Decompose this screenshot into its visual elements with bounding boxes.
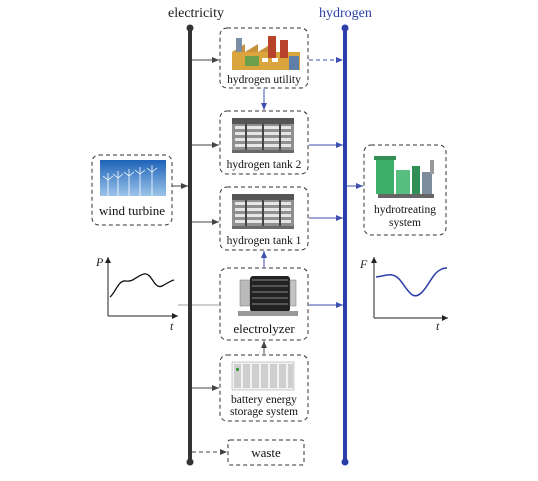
power-plot-y-label: P (95, 255, 104, 269)
electrolyzer-label: electrolyzer (233, 321, 295, 336)
power-curve (109, 273, 175, 298)
hydrogen-tank-2-box: hydrogen tank 2 (219, 110, 309, 175)
hydrogen-bus-label: hydrogen (319, 6, 372, 21)
hydrotreating-box: hydrotreating system (363, 144, 447, 236)
gas-tank-rack-icon (232, 194, 294, 229)
power-plot: P t (95, 255, 178, 333)
wind-farm-icon (100, 160, 166, 196)
wind-turbine-label: wind turbine (99, 203, 165, 218)
factory-icon (232, 36, 300, 70)
hydrogen-tank-2-label: hydrogen tank 2 (227, 159, 302, 171)
waste-label: waste (251, 445, 281, 460)
battery-cabinet-icon (231, 361, 295, 391)
electrolyzer-box: electrolyzer (219, 267, 309, 341)
battery-storage-box: battery energy storage system (219, 354, 309, 422)
flow-plot-y-label: F (359, 257, 368, 271)
power-plot-x-label: t (170, 319, 174, 333)
battery-label-line2: storage system (230, 406, 298, 418)
refinery-icon (374, 156, 434, 198)
gas-tank-rack-icon (232, 118, 294, 153)
hydrotreating-label-line1: hydrotreating (374, 204, 436, 216)
hydrotreating-label-line2: system (389, 217, 421, 229)
hydrogen-bus (341, 24, 349, 466)
hydrogen-flow-plot: F t (359, 257, 448, 333)
hydrogen-flow-curve (375, 267, 448, 297)
electricity-bus (186, 24, 194, 466)
battery-label-line1: battery energy (231, 394, 297, 406)
wind-turbine-box: wind turbine (91, 154, 173, 226)
hydrogen-utility-label: hydrogen utility (227, 74, 301, 86)
flow-plot-x-label: t (436, 319, 440, 333)
waste-box: waste (227, 439, 305, 466)
hydrogen-tank-1-box: hydrogen tank 1 (219, 186, 309, 251)
hydrogen-tank-1-label: hydrogen tank 1 (227, 235, 302, 247)
electricity-bus-label: electricity (168, 6, 224, 21)
hydrogen-utility-box: hydrogen utility (219, 27, 309, 89)
electrolyzer-icon (238, 276, 298, 316)
